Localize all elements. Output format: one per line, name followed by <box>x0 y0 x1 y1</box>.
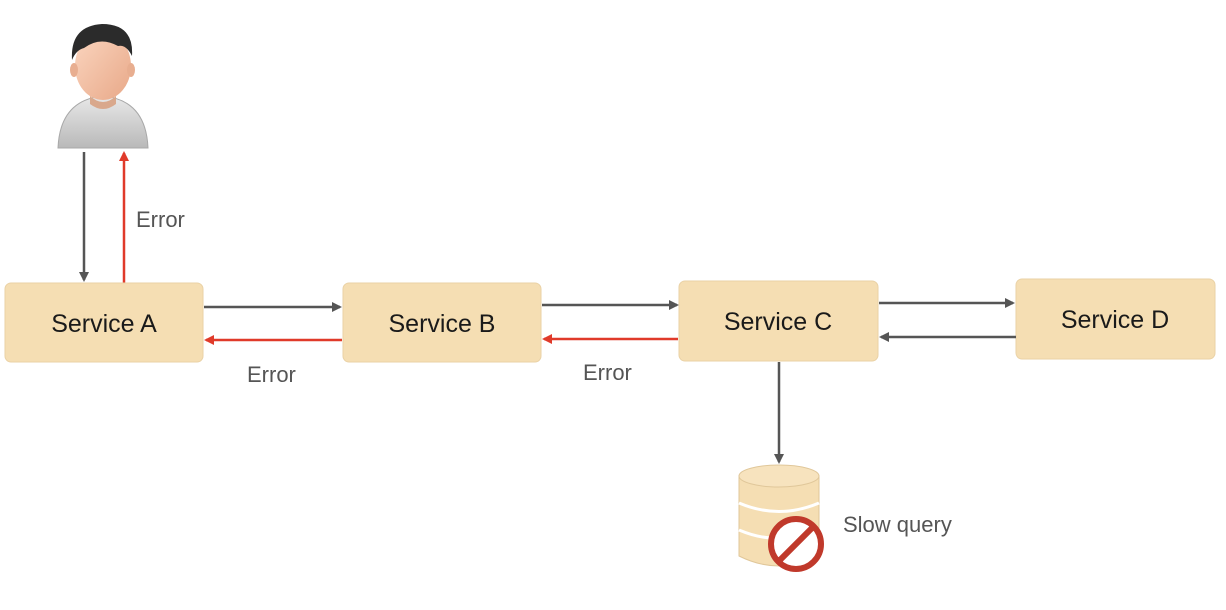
b-c-error-label: Error <box>583 360 632 385</box>
service-c-label: Service C <box>724 308 832 336</box>
service-b-label: Service B <box>389 310 496 338</box>
service-b-node: Service B <box>342 282 542 363</box>
service-d-node: Service D <box>1015 278 1216 360</box>
service-a-label: Service A <box>51 310 157 338</box>
database-label: Slow query <box>843 512 952 537</box>
blocked-icon <box>768 516 824 572</box>
a-b-error-label: Error <box>247 362 296 387</box>
user-error-label: Error <box>136 207 185 232</box>
service-d-label: Service D <box>1061 306 1169 334</box>
service-c-node: Service C <box>678 280 879 362</box>
user-avatar-icon <box>57 24 149 149</box>
service-a-node: Service A <box>4 282 204 363</box>
